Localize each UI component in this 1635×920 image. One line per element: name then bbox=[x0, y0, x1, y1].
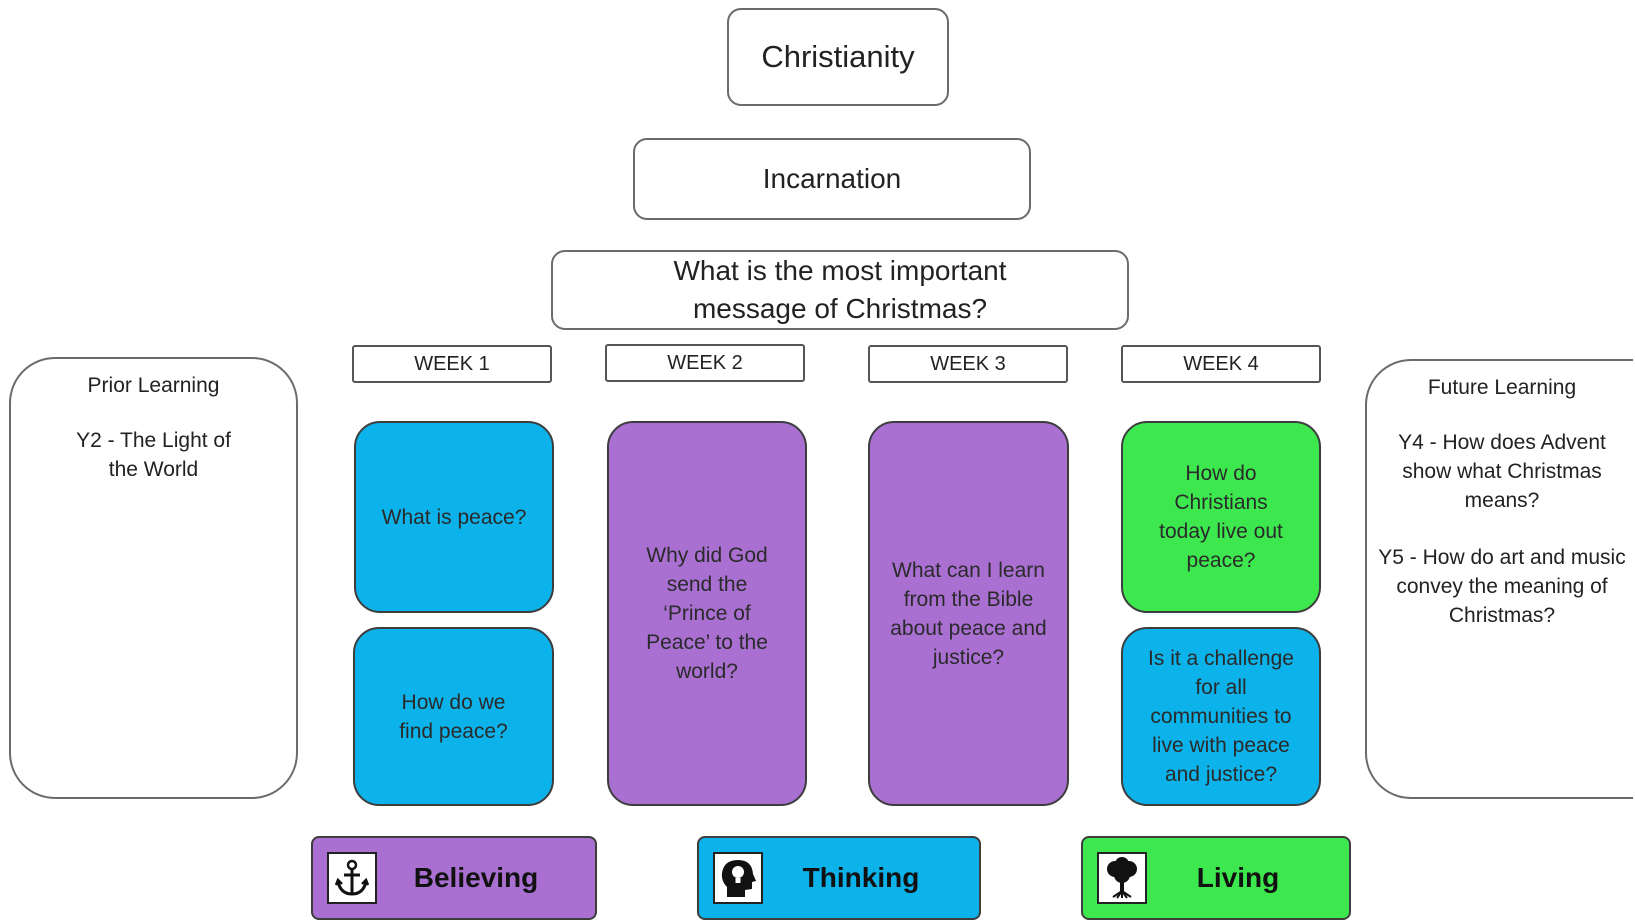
week-4-card-live-out-peace: How do Christians today live out peace? bbox=[1121, 421, 1321, 613]
key-thinking: Thinking bbox=[697, 836, 981, 920]
concept-title: Incarnation bbox=[762, 163, 902, 194]
key-question-line2: message of Christmas? bbox=[692, 293, 988, 324]
week-2-card: Why did God send the ‘Prince of Peace’ t… bbox=[607, 421, 807, 806]
head-lightbulb-icon bbox=[713, 852, 763, 904]
week-4-label: WEEK 4 bbox=[1183, 352, 1259, 375]
prior-learning-heading: Prior Learning bbox=[87, 374, 220, 397]
week-1-card-what-is-peace: What is peace? bbox=[354, 421, 554, 613]
future-learning-item-y5: Y5 - How do art and music convey the mea… bbox=[1378, 546, 1626, 627]
tree-icon bbox=[1097, 852, 1147, 904]
key-living: Living bbox=[1081, 836, 1351, 920]
anchor-icon bbox=[327, 852, 377, 904]
prior-learning-panel: Prior Learning Y2 - The Light of the Wor… bbox=[9, 357, 298, 799]
week-4-question-2: Is it a challenge for all communities to… bbox=[1148, 647, 1294, 786]
week-1-header: WEEK 1 bbox=[352, 345, 552, 383]
week-1-label: WEEK 1 bbox=[414, 352, 490, 375]
week-1-card-find-peace: How do we find peace? bbox=[353, 627, 554, 806]
week-1-question-1: What is peace? bbox=[381, 505, 527, 529]
future-learning-item-y4: Y4 - How does Advent show what Christmas… bbox=[1398, 431, 1606, 512]
week-2-label: WEEK 2 bbox=[667, 351, 743, 374]
religion-title: Christianity bbox=[761, 39, 915, 74]
key-believing: Believing bbox=[311, 836, 597, 920]
key-question-line1: What is the most important bbox=[673, 255, 1007, 286]
future-learning-panel: Future Learning Y4 - How does Advent sho… bbox=[1365, 359, 1633, 799]
religion-title-box: Christianity bbox=[727, 8, 949, 106]
week-2-header: WEEK 2 bbox=[605, 344, 805, 382]
week-3-label: WEEK 3 bbox=[930, 352, 1006, 375]
week-4-header: WEEK 4 bbox=[1121, 345, 1321, 383]
week-3-header: WEEK 3 bbox=[868, 345, 1068, 383]
concept-box: Incarnation bbox=[633, 138, 1031, 220]
future-learning-heading: Future Learning bbox=[1427, 376, 1577, 399]
week-2-question: Why did God send the ‘Prince of Peace’ t… bbox=[646, 544, 768, 683]
key-believing-label: Believing bbox=[413, 862, 539, 893]
week-4-card-challenge: Is it a challenge for all communities to… bbox=[1121, 627, 1321, 806]
key-question-box: What is the most important message of Ch… bbox=[551, 250, 1129, 330]
prior-learning-item: Y2 - The Light of the World bbox=[76, 429, 231, 481]
key-living-label: Living bbox=[1196, 862, 1280, 893]
week-4-question-1: How do Christians today live out peace? bbox=[1159, 462, 1283, 572]
week-3-card: What can I learn from the Bible about pe… bbox=[868, 421, 1069, 806]
week-3-question: What can I learn from the Bible about pe… bbox=[890, 558, 1047, 669]
key-thinking-label: Thinking bbox=[802, 862, 920, 893]
week-1-question-2: How do we find peace? bbox=[399, 690, 508, 743]
